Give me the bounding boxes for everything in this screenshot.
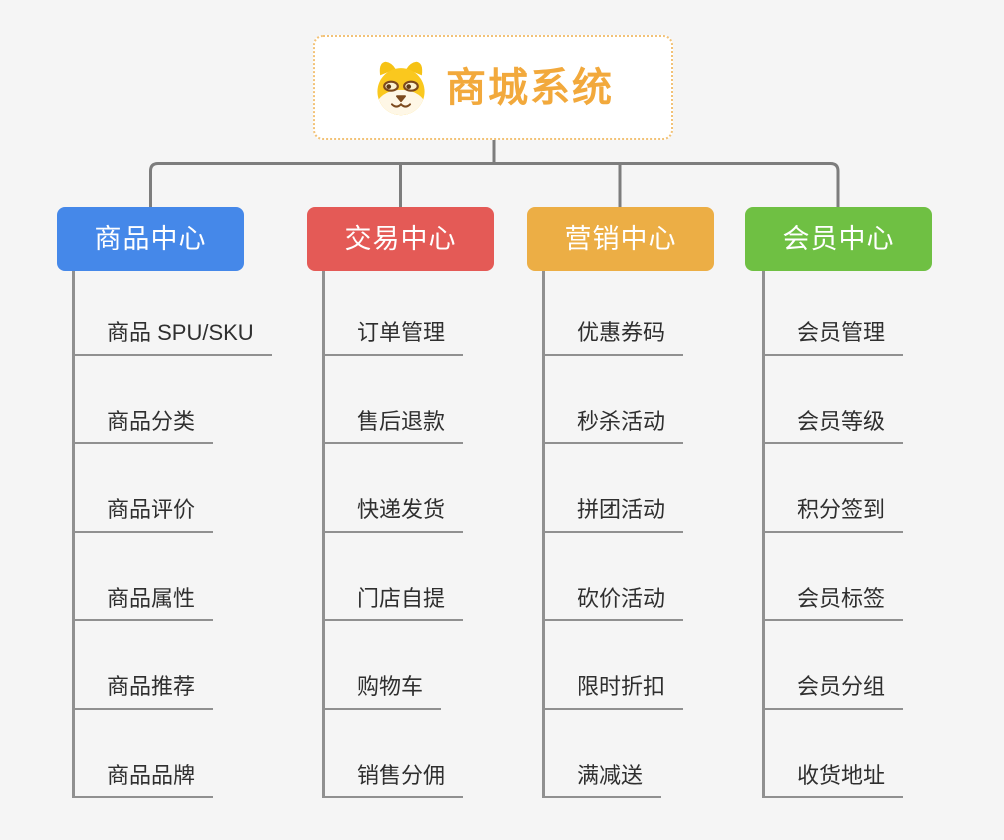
root-label: 商城系统 bbox=[446, 65, 614, 110]
leaf-label[interactable]: 积分签到 bbox=[765, 497, 904, 533]
branch-label: 营销中心 bbox=[564, 223, 677, 254]
leaf-label[interactable]: 拼团活动 bbox=[545, 497, 684, 533]
connector-rail bbox=[149, 162, 840, 208]
leaf-label[interactable]: 收货地址 bbox=[765, 763, 904, 798]
leaf-node: 会员等级 bbox=[765, 356, 904, 444]
leaf-label[interactable]: 商品推荐 bbox=[75, 674, 214, 710]
leaf-node: 购物车 bbox=[325, 621, 463, 710]
leaf-node: 商品评价 bbox=[75, 444, 272, 533]
leaf-label[interactable]: 商品 SPU/SKU bbox=[75, 320, 272, 356]
leaf-node: 门店自提 bbox=[325, 533, 464, 621]
leaf-node: 销售分佣 bbox=[325, 710, 464, 798]
leaf-node: 满减送 bbox=[545, 710, 683, 798]
leaf-label[interactable]: 购物车 bbox=[325, 674, 442, 710]
leaf-label[interactable]: 商品属性 bbox=[75, 586, 214, 621]
leaf-node: 会员管理 bbox=[765, 267, 904, 356]
leaf-label[interactable]: 商品评价 bbox=[75, 497, 214, 533]
leaf-label[interactable]: 砍价活动 bbox=[545, 586, 684, 621]
leaf-label[interactable]: 商品分类 bbox=[75, 409, 214, 444]
leaf-node: 商品属性 bbox=[75, 533, 272, 621]
leaf-label[interactable]: 销售分佣 bbox=[325, 763, 464, 798]
leaf-node: 售后退款 bbox=[325, 356, 464, 444]
leaf-label[interactable]: 快递发货 bbox=[325, 497, 464, 533]
leaf-label[interactable]: 售后退款 bbox=[325, 409, 464, 444]
branch-label: 商品中心 bbox=[94, 223, 207, 254]
branch-node-members[interactable]: 会员中心 bbox=[745, 207, 932, 271]
leaf-node: 限时折扣 bbox=[545, 621, 684, 710]
leaf-label[interactable]: 优惠券码 bbox=[545, 320, 684, 356]
dog-face-icon bbox=[377, 61, 425, 115]
leaf-label[interactable]: 会员标签 bbox=[765, 586, 904, 621]
leaf-label[interactable]: 会员分组 bbox=[765, 674, 904, 710]
branch-label: 交易中心 bbox=[344, 223, 457, 254]
leaf-label[interactable]: 满减送 bbox=[545, 763, 662, 798]
leaf-label[interactable]: 门店自提 bbox=[325, 586, 464, 621]
branch-node-products[interactable]: 商品中心 bbox=[57, 207, 244, 271]
leaf-node: 收货地址 bbox=[765, 710, 904, 798]
leaf-node: 商品推荐 bbox=[75, 621, 272, 710]
branch-column-marketing: 优惠券码 秒杀活动 拼团活动 砍价活动 限时折扣 满减送 bbox=[542, 267, 684, 798]
leaf-node: 砍价活动 bbox=[545, 533, 684, 621]
branch-node-marketing[interactable]: 营销中心 bbox=[527, 207, 714, 271]
branch-column-trade: 订单管理 售后退款 快递发货 门店自提 购物车 销售分佣 bbox=[322, 267, 464, 798]
branch-column-members: 会员管理 会员等级 积分签到 会员标签 会员分组 收货地址 bbox=[762, 267, 904, 798]
leaf-node: 商品品牌 bbox=[75, 710, 272, 798]
leaf-node: 快递发货 bbox=[325, 444, 464, 533]
leaf-node: 秒杀活动 bbox=[545, 356, 684, 444]
leaf-node: 会员分组 bbox=[765, 621, 904, 710]
leaf-node: 会员标签 bbox=[765, 533, 904, 621]
leaf-node: 积分签到 bbox=[765, 444, 904, 533]
root-node[interactable]: 商城系统 bbox=[313, 35, 673, 140]
leaf-label[interactable]: 限时折扣 bbox=[545, 674, 684, 710]
leaf-label[interactable]: 秒杀活动 bbox=[545, 409, 684, 444]
branch-label: 会员中心 bbox=[782, 223, 895, 254]
branch-column-products: 商品 SPU/SKU 商品分类 商品评价 商品属性 商品推荐 商品品牌 bbox=[72, 267, 272, 798]
leaf-label[interactable]: 商品品牌 bbox=[75, 763, 214, 798]
leaf-node: 优惠券码 bbox=[545, 267, 684, 356]
leaf-node: 商品分类 bbox=[75, 356, 272, 444]
leaf-node: 拼团活动 bbox=[545, 444, 684, 533]
leaf-label[interactable]: 会员管理 bbox=[765, 320, 904, 356]
leaf-label[interactable]: 会员等级 bbox=[765, 409, 904, 444]
leaf-label[interactable]: 订单管理 bbox=[325, 320, 464, 356]
branch-node-trade[interactable]: 交易中心 bbox=[307, 207, 494, 271]
leaf-node: 商品 SPU/SKU bbox=[75, 267, 272, 356]
leaf-node: 订单管理 bbox=[325, 267, 464, 356]
